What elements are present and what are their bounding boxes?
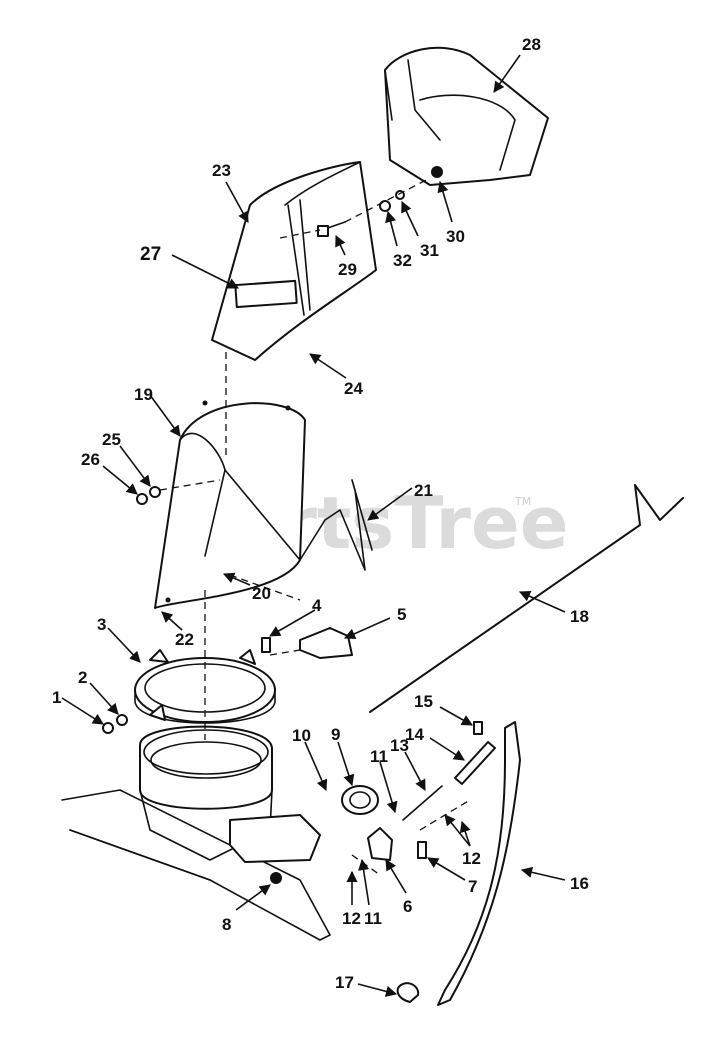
callout-label: 20 — [252, 584, 271, 603]
crank-rod — [369, 484, 684, 713]
callout-label: 14 — [405, 725, 424, 744]
callout-15: 15 — [414, 692, 473, 726]
callout-13: 13 — [390, 736, 426, 791]
callout-25: 25 — [102, 430, 151, 487]
callout-4: 4 — [269, 596, 322, 637]
callout-label: 4 — [312, 596, 322, 615]
chute-deflector — [384, 46, 549, 186]
callout-label: 26 — [81, 450, 100, 469]
callout-label: 3 — [97, 615, 106, 634]
callout-label: 17 — [335, 973, 354, 992]
bolt-7 — [417, 841, 427, 859]
callout-label: 13 — [390, 736, 409, 755]
callout-label: 6 — [403, 897, 412, 916]
upper-chute — [211, 161, 377, 361]
bolt-4 — [261, 637, 271, 653]
callout-21: 21 — [367, 481, 433, 521]
callout-label: 12 — [342, 909, 361, 928]
pulley-9 — [341, 785, 379, 815]
callout-17: 17 — [335, 973, 398, 997]
callout-label: 12 — [462, 849, 481, 868]
nut-26 — [136, 493, 148, 505]
washer-25 — [149, 486, 161, 498]
callout-31: 31 — [401, 200, 439, 260]
callout-label: 23 — [212, 161, 231, 180]
callout-label: 5 — [397, 605, 406, 624]
nut-8 — [270, 872, 282, 884]
callout-16: 16 — [520, 866, 589, 893]
callout-label: 2 — [78, 668, 87, 687]
callout-label: 32 — [393, 251, 412, 270]
callout-1: 1 — [52, 688, 104, 725]
callout-30: 30 — [437, 180, 465, 246]
callout-label: 11 — [370, 747, 388, 766]
callout-28: 28 — [493, 35, 541, 93]
callout-9: 9 — [331, 725, 355, 787]
callout-label: 19 — [134, 385, 153, 404]
callout-label: 10 — [292, 726, 311, 745]
callout-22: 22 — [161, 611, 194, 649]
chute-hardware — [279, 177, 431, 239]
callout-32: 32 — [385, 210, 412, 270]
crank-handle — [437, 721, 521, 1006]
callout-26: 26 — [81, 450, 138, 495]
callout-label: 27 — [140, 244, 161, 265]
callout-label: 25 — [102, 430, 121, 449]
callout-label: 24 — [344, 379, 363, 398]
callout-18: 18 — [518, 590, 589, 626]
watermark-trademark: TM — [514, 495, 531, 508]
callout-label: 18 — [570, 607, 589, 626]
callout-8: 8 — [222, 884, 271, 934]
washer-2 — [116, 714, 128, 726]
callout-12-right: 12 — [444, 814, 481, 868]
callout-5: 5 — [343, 605, 406, 640]
callout-label: 16 — [570, 874, 589, 893]
callout-label: 28 — [522, 35, 541, 54]
chute-support-rod — [299, 479, 373, 571]
callout-2: 2 — [78, 668, 119, 715]
callout-14: 14 — [405, 725, 465, 761]
callout-20: 20 — [222, 572, 271, 603]
shaft-13 — [402, 785, 443, 821]
callout-label: 22 — [175, 630, 194, 649]
callout-label: 9 — [331, 725, 340, 744]
callout-label: 8 — [222, 915, 231, 934]
callout-label: 30 — [446, 227, 465, 246]
callout-24: 24 — [309, 353, 363, 398]
callout-label: 7 — [468, 877, 477, 896]
callout-27: 27 — [140, 244, 240, 289]
callout-label: 31 — [420, 241, 439, 260]
clip-17 — [396, 982, 420, 1003]
callout-11-upper: 11 — [370, 747, 398, 814]
callout-7: 7 — [427, 857, 477, 896]
callout-23: 23 — [212, 161, 249, 223]
callout-label: 21 — [414, 481, 433, 500]
callout-label: 15 — [414, 692, 433, 711]
callout-3: 3 — [97, 615, 141, 663]
callout-label: 1 — [52, 688, 61, 707]
callout-12-lower: 12 — [342, 870, 361, 928]
chute-bracket — [299, 627, 353, 659]
bracket-6 — [367, 827, 393, 861]
shaft-14 — [454, 741, 496, 785]
callout-label: 29 — [338, 260, 357, 279]
nut-1 — [102, 722, 114, 734]
callout-6: 6 — [385, 859, 412, 916]
callout-19: 19 — [134, 385, 181, 437]
callout-label: 11 — [364, 909, 382, 928]
callout-29: 29 — [335, 234, 357, 279]
auger-housing-base — [61, 725, 331, 941]
pin-15 — [473, 721, 483, 735]
callout-10: 10 — [292, 726, 328, 792]
callout-11-lower: 11 — [358, 858, 382, 928]
